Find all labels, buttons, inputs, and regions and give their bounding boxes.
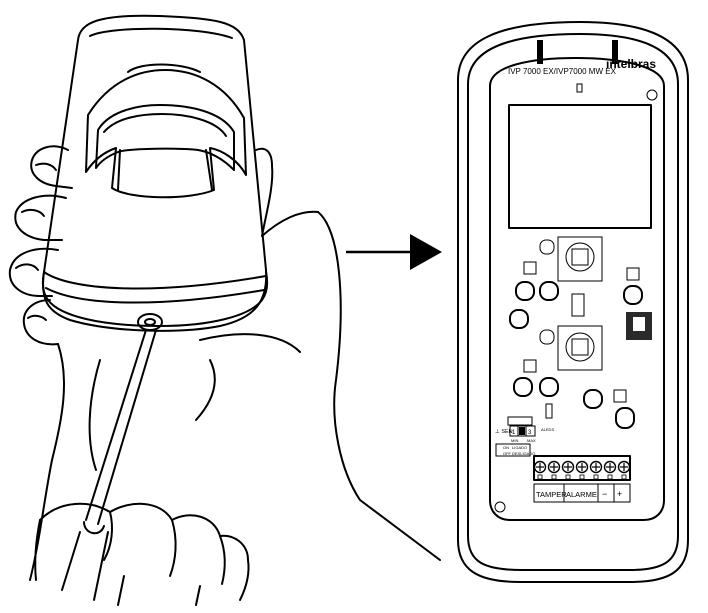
led-indicator (576, 83, 583, 93)
sensitivity-max-label: MAX (527, 438, 536, 443)
board-clip-right (612, 40, 618, 64)
terminal-label-positive: + (617, 489, 622, 499)
component-group-lower (513, 325, 635, 429)
terminal-screw (603, 460, 617, 480)
terminal-label-tamper: TAMPER (536, 490, 567, 499)
mounting-hole-bottom (494, 501, 506, 513)
terminal-screw (617, 460, 631, 480)
terminal-label-negative: − (602, 489, 607, 499)
led-label: ALEDS (541, 427, 554, 432)
sensitivity-option-1: 1 (512, 430, 516, 436)
sensitivity-min-label: MIN (511, 438, 518, 443)
relay-on-label: ON (503, 445, 509, 450)
screwdriver-illustration (61, 313, 163, 601)
relay-jumper: ON LIGADO OFF DESLIGADO (495, 443, 535, 457)
sensor-housing-open (457, 21, 689, 583)
board-clip-left (537, 40, 543, 64)
brand-logo: intelbras (606, 57, 656, 71)
terminal-block: TAMPER ALARME − + (533, 455, 631, 503)
terminal-screw (533, 460, 547, 480)
model-label: IVP 7000 EX/IVP7000 MW EX (508, 67, 617, 76)
sensitivity-label: ⊥ SEN (495, 428, 513, 435)
relay-on-value: LIGADO (512, 445, 527, 450)
sensor-window (508, 104, 652, 229)
sensitivity-option-3: 3 (528, 430, 532, 436)
terminal-label-alarme: ALARME (566, 490, 597, 499)
hand-illustration (8, 145, 441, 606)
relay-off-value: DESLIGADO (512, 451, 535, 456)
sensitivity-jumper: ⊥ SEN 1 3 MIN MAX ALEDS (495, 416, 554, 443)
relay-off-label: OFF (503, 451, 512, 456)
arrow-right-icon (346, 234, 442, 270)
terminal-screw (561, 460, 575, 480)
component-group-upper (509, 236, 652, 340)
circuit-board: IVP 7000 EX/IVP7000 MW EX intelbras (489, 40, 665, 521)
terminal-screw (589, 460, 603, 480)
terminal-screw (575, 460, 589, 480)
terminal-screw (547, 460, 561, 480)
sensor-cover-illustration (41, 14, 269, 332)
mounting-hole-top (646, 89, 658, 101)
